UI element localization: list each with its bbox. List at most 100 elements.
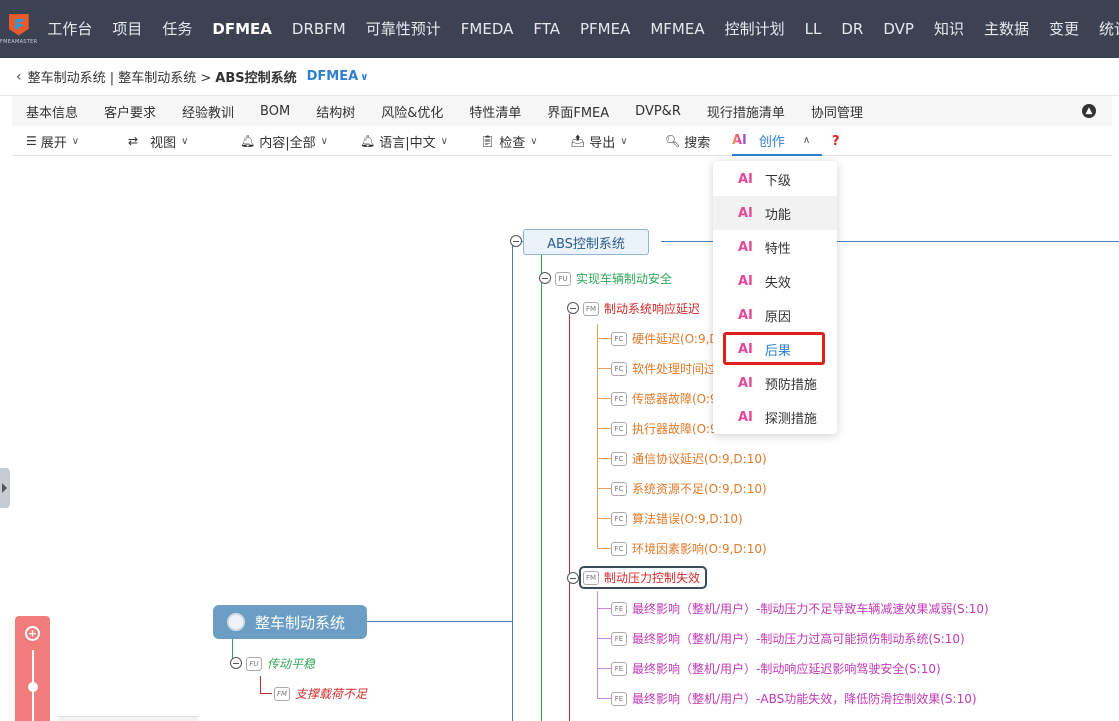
tab-item[interactable]: BOM xyxy=(260,103,291,119)
fe-tag: FE xyxy=(611,631,627,646)
tab-item[interactable]: 经验教训 xyxy=(182,105,235,121)
nav-item[interactable]: 控制计划 xyxy=(724,20,785,38)
nav-item[interactable]: DR xyxy=(841,20,864,38)
ai-icon: AI xyxy=(738,341,753,357)
failure-cause-label: 硬件延迟(O:9,D xyxy=(632,332,719,346)
collapse-toggle[interactable] xyxy=(510,235,522,247)
nav-item[interactable]: 可靠性预计 xyxy=(365,20,441,38)
nav-item[interactable]: 知识 xyxy=(933,20,964,38)
failure-effect-label: 最终影响（整机/用户）-制动响应延迟影响驾驶安全(S:10) xyxy=(632,662,941,676)
collapse-toggle[interactable] xyxy=(539,272,551,284)
nav-item[interactable]: DRBFM xyxy=(291,20,346,38)
function-node[interactable]: FU 传动平稳 xyxy=(246,655,315,672)
expand-button[interactable]: ☰展开∨ xyxy=(26,126,79,156)
tab-item[interactable]: 界面FMEA xyxy=(547,105,610,121)
tab-item[interactable]: 风险&优化 xyxy=(381,105,444,121)
tab-item[interactable]: 基本信息 xyxy=(26,105,79,121)
view-button[interactable]: ⇄视图∨ xyxy=(128,126,188,156)
ai-icon: AI xyxy=(738,307,753,323)
collapse-toggle[interactable] xyxy=(567,572,579,584)
nav-item[interactable]: LL xyxy=(804,20,822,38)
menu-item-label: 特性 xyxy=(764,241,791,257)
nav-item[interactable]: 任务 xyxy=(162,20,193,38)
breadcrumb-current: ABS控制系统 xyxy=(215,71,297,86)
root-node[interactable]: ABS控制系统 xyxy=(523,229,649,255)
breadcrumb-path[interactable]: 整车制动系统 | 整车制动系统 > xyxy=(27,71,212,86)
language-button[interactable]: 🔔︎语言|中文∨ xyxy=(360,126,448,156)
function-label: 传动平稳 xyxy=(267,657,316,671)
fc-tag: FC xyxy=(611,511,627,526)
nav-item[interactable]: FMEDA xyxy=(460,20,514,38)
tab-item[interactable]: DVP&R xyxy=(635,103,681,119)
mode-selector[interactable]: DFMEA∨ xyxy=(307,69,369,84)
export-button[interactable]: 📤︎导出∨ xyxy=(570,126,628,156)
zoom-slider-handle[interactable] xyxy=(28,682,38,692)
nav-item[interactable]: 项目 xyxy=(112,20,143,38)
export-file-icon: 📤︎ xyxy=(570,134,586,148)
search-button[interactable]: 🔍︎搜索 xyxy=(665,126,710,156)
nav-item[interactable]: DFMEA xyxy=(212,20,272,38)
nav-item[interactable]: MFMEA xyxy=(650,20,705,38)
nav-item[interactable]: PFMEA xyxy=(580,20,631,38)
effect-connector xyxy=(597,698,611,699)
app-logo[interactable]: FMEAMASTER xyxy=(0,0,37,58)
fu-tag: FU xyxy=(246,656,262,671)
back-chevron-icon[interactable]: ‹ xyxy=(16,68,22,85)
menu-item-label: 失效 xyxy=(764,275,791,291)
language-label: 语言|中文 xyxy=(379,135,436,151)
content-filter-button[interactable]: 🔔︎内容|全部∨ xyxy=(240,126,328,156)
tab-item[interactable]: 客户要求 xyxy=(104,105,157,121)
help-icon[interactable]: ? xyxy=(832,133,840,149)
tab-item[interactable]: 现行措施清单 xyxy=(706,105,785,121)
nav-item[interactable]: FTA xyxy=(533,20,560,38)
nav-item[interactable]: DVP xyxy=(883,20,914,38)
nav-item[interactable]: 主数据 xyxy=(983,20,1029,38)
tab-item[interactable]: 结构树 xyxy=(316,105,356,121)
cause-connector xyxy=(597,368,611,369)
collapse-toggle[interactable] xyxy=(567,302,579,314)
nav-item[interactable]: 工作台 xyxy=(47,20,93,38)
system-node[interactable]: 整车制动系统 xyxy=(213,605,367,639)
collapse-toggle[interactable] xyxy=(230,657,242,669)
menu-item-label: 探测措施 xyxy=(764,411,817,427)
side-panel-toggle[interactable] xyxy=(0,468,10,508)
zoom-in-icon[interactable]: + xyxy=(25,626,40,641)
fm-line xyxy=(569,314,570,721)
collapse-up-icon[interactable]: ▲ xyxy=(1082,104,1096,118)
tab-item[interactable]: 特性清单 xyxy=(469,105,522,121)
check-button[interactable]: 📋︎检查∨ xyxy=(480,126,538,156)
zoom-control[interactable]: + xyxy=(15,616,50,721)
cause-connector xyxy=(597,518,611,519)
nav-item[interactable]: 变更 xyxy=(1048,20,1079,38)
nav-item[interactable]: 统计 xyxy=(1098,20,1119,38)
ai-icon: AI xyxy=(738,375,753,391)
tab-item[interactable]: 协同管理 xyxy=(810,105,863,121)
